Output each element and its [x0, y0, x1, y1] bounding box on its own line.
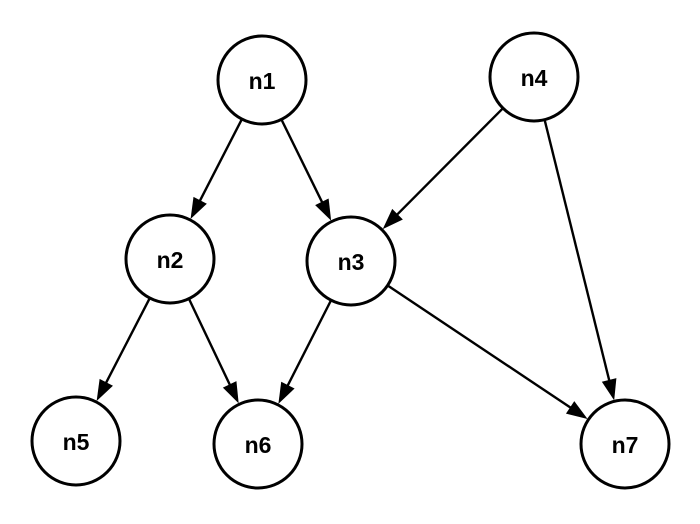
edge-n3-to-n6 — [278, 300, 332, 404]
arrowhead-icon — [96, 378, 113, 402]
node-circle-n4[interactable] — [488, 31, 580, 123]
node-label-n3: n3 — [338, 249, 365, 275]
edge-line — [188, 299, 233, 388]
graph-node-n1[interactable]: n1 — [216, 34, 308, 126]
edge-line — [103, 298, 151, 386]
node-circle-n6[interactable] — [212, 398, 304, 490]
node-circle-n5[interactable] — [30, 395, 122, 487]
node-circle-n3[interactable] — [305, 215, 397, 307]
node-label-n6: n6 — [245, 432, 272, 458]
edge-n2-to-n6 — [188, 299, 239, 404]
node-circle-n2[interactable] — [124, 213, 216, 305]
edges-layer — [96, 108, 617, 420]
arrowhead-icon — [382, 208, 403, 230]
edge-n2-to-n5 — [96, 298, 151, 402]
edge-line — [285, 300, 332, 389]
arrowhead-icon — [315, 198, 332, 221]
edge-line — [280, 119, 325, 205]
nodes-layer: n1 n2 n3 n4 n5 n6 n7 — [30, 31, 671, 490]
edge-line — [543, 120, 612, 384]
edge-n1-to-n3 — [280, 119, 332, 221]
node-circle-n7[interactable] — [579, 398, 671, 490]
node-label-n7: n7 — [612, 432, 639, 458]
arrowhead-icon — [601, 378, 617, 401]
edge-n4-to-n7 — [543, 120, 617, 401]
edge-n4-to-n3 — [382, 108, 504, 230]
edge-line — [394, 108, 504, 218]
arrowhead-icon — [565, 401, 588, 420]
node-label-n1: n1 — [249, 68, 276, 94]
arrowhead-icon — [278, 381, 295, 404]
arrowhead-icon — [190, 196, 207, 219]
arrowhead-icon — [222, 381, 239, 404]
graph-node-n4[interactable]: n4 — [488, 31, 580, 123]
edge-n1-to-n2 — [190, 119, 243, 219]
edge-line — [197, 119, 243, 204]
node-label-n4: n4 — [521, 65, 548, 91]
node-label-n2: n2 — [157, 247, 184, 273]
graph-node-n6[interactable]: n6 — [212, 398, 304, 490]
graph-node-n3[interactable]: n3 — [305, 215, 397, 307]
node-label-n5: n5 — [63, 429, 90, 455]
graph-node-n7[interactable]: n7 — [579, 398, 671, 490]
graph-node-n2[interactable]: n2 — [124, 213, 216, 305]
graph-node-n5[interactable]: n5 — [30, 395, 122, 487]
edge-line — [387, 284, 574, 411]
edge-n3-to-n7 — [387, 284, 588, 420]
node-circle-n1[interactable] — [216, 34, 308, 126]
